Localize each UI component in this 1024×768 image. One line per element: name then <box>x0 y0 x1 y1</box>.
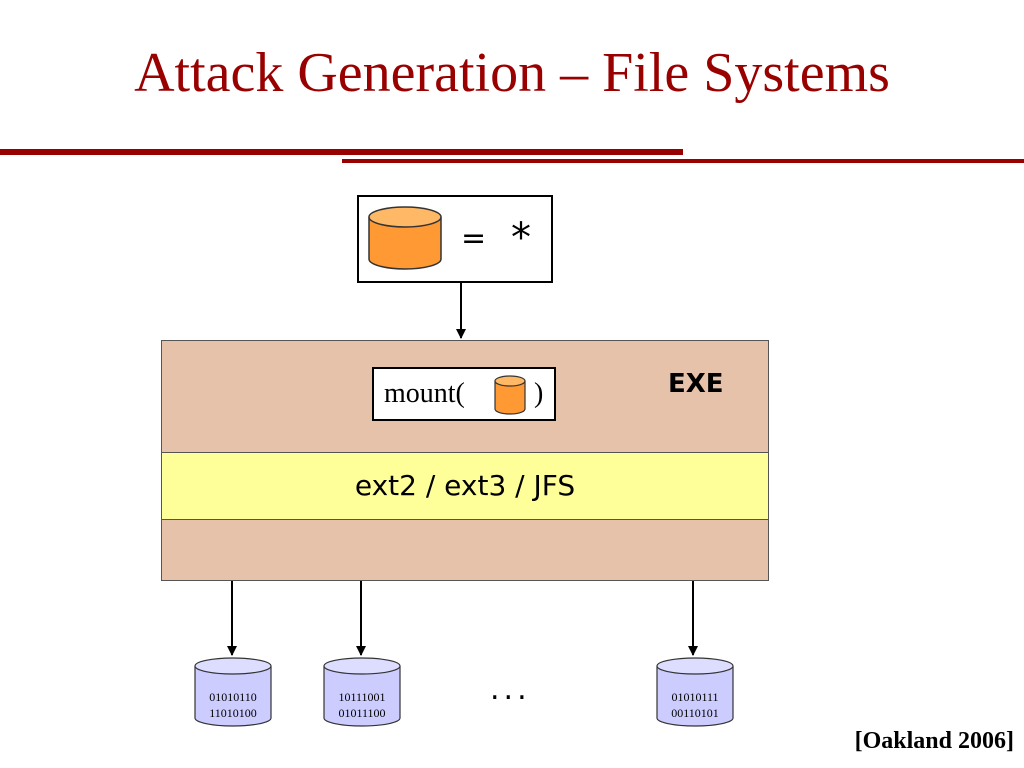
wildcard-star: * <box>511 215 531 261</box>
mount-call-close: ) <box>534 378 544 409</box>
title-rule-thick <box>0 149 683 155</box>
filesystem-band: ext2 / ext3 / JFS <box>162 452 768 520</box>
disk-1-bits-line1: 01010110 <box>209 690 257 704</box>
disk-2-bits-line1: 10111001 <box>338 690 385 704</box>
mount-call-open: mount( <box>384 378 465 409</box>
exe-label: EXE <box>668 369 724 399</box>
disk-2-bits-line2: 01011100 <box>338 706 385 720</box>
exe-box: EXE mount( ) ext2 / ext3 / JFS <box>161 340 769 581</box>
equals-sign: = <box>461 221 487 256</box>
slide-title: Attack Generation – File Systems <box>134 42 890 104</box>
disk-3-bits-line2: 00110101 <box>671 706 719 720</box>
citation: [Oakland 2006] <box>854 728 1014 754</box>
output-disk-2: 10111001 01011100 <box>323 657 401 727</box>
output-disk-3: 01010111 00110101 <box>656 657 734 727</box>
input-file-box: = * <box>357 195 553 283</box>
disk-1-bits-line2: 11010100 <box>209 706 257 720</box>
title-rule-thin <box>342 159 1024 163</box>
disk-3-bits-line1: 01010111 <box>671 690 718 704</box>
output-disk-1: 01010110 11010100 <box>194 657 272 727</box>
disk-image-cylinder-icon <box>368 206 442 270</box>
small-disk-cylinder-icon <box>494 375 526 415</box>
mount-call-box: mount( ) <box>372 367 556 421</box>
more-disks-ellipsis: ... <box>490 672 531 707</box>
